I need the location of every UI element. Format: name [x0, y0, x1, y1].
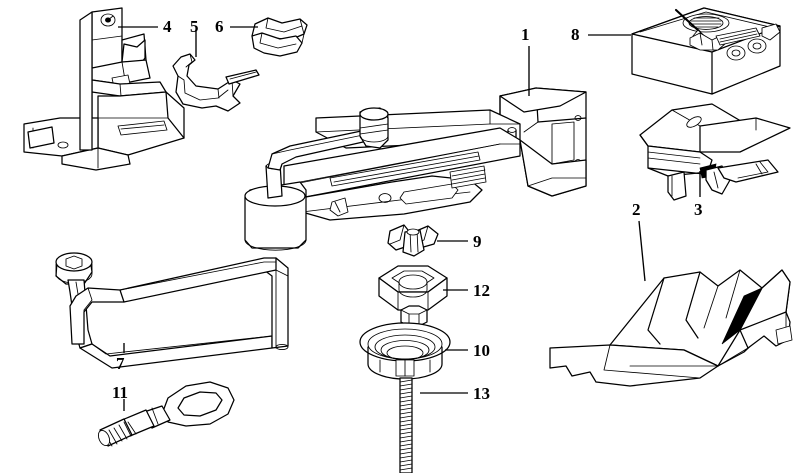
- callout-label-13: 13: [473, 384, 490, 403]
- callout-label-7: 7: [116, 354, 125, 373]
- callout-label-11: 11: [112, 383, 129, 402]
- part-4-jack-mounting-bracket: [23, 7, 185, 171]
- part-12-hex-retaining-plate: [378, 265, 448, 327]
- part-6-spring-clip-large: [251, 17, 308, 57]
- callout-label-1: 1: [521, 25, 530, 44]
- part-5-spring-clip-small: [172, 53, 260, 112]
- callout-label-4: 4: [163, 17, 172, 36]
- callout-label-10: 10: [473, 341, 490, 360]
- leader-lines-group: [118, 26, 701, 411]
- leader-line-2: [638, 220, 646, 282]
- callout-label-12: 12: [473, 281, 490, 300]
- part-9-wing-nut: [387, 224, 439, 257]
- callout-label-5: 5: [190, 17, 199, 36]
- callout-label-2: 2: [632, 200, 641, 219]
- part-3-retaining-clip-lower: [639, 103, 791, 201]
- part-11-tow-hook-eye-bolt: [97, 381, 235, 447]
- callout-label-9: 9: [473, 232, 482, 251]
- part-7-jack-crank-handle: [55, 252, 289, 369]
- part-13-threaded-rod: [399, 377, 413, 473]
- part-10-rubber-retaining-cup: [359, 322, 451, 380]
- callout-label-8: 8: [571, 25, 580, 44]
- callout-label-3: 3: [694, 200, 703, 219]
- part-1-jack-assembly: [244, 87, 587, 251]
- part-8-tool-kit-box: [631, 7, 781, 95]
- part-2-wheel-chock: [549, 269, 793, 387]
- callout-label-6: 6: [215, 17, 224, 36]
